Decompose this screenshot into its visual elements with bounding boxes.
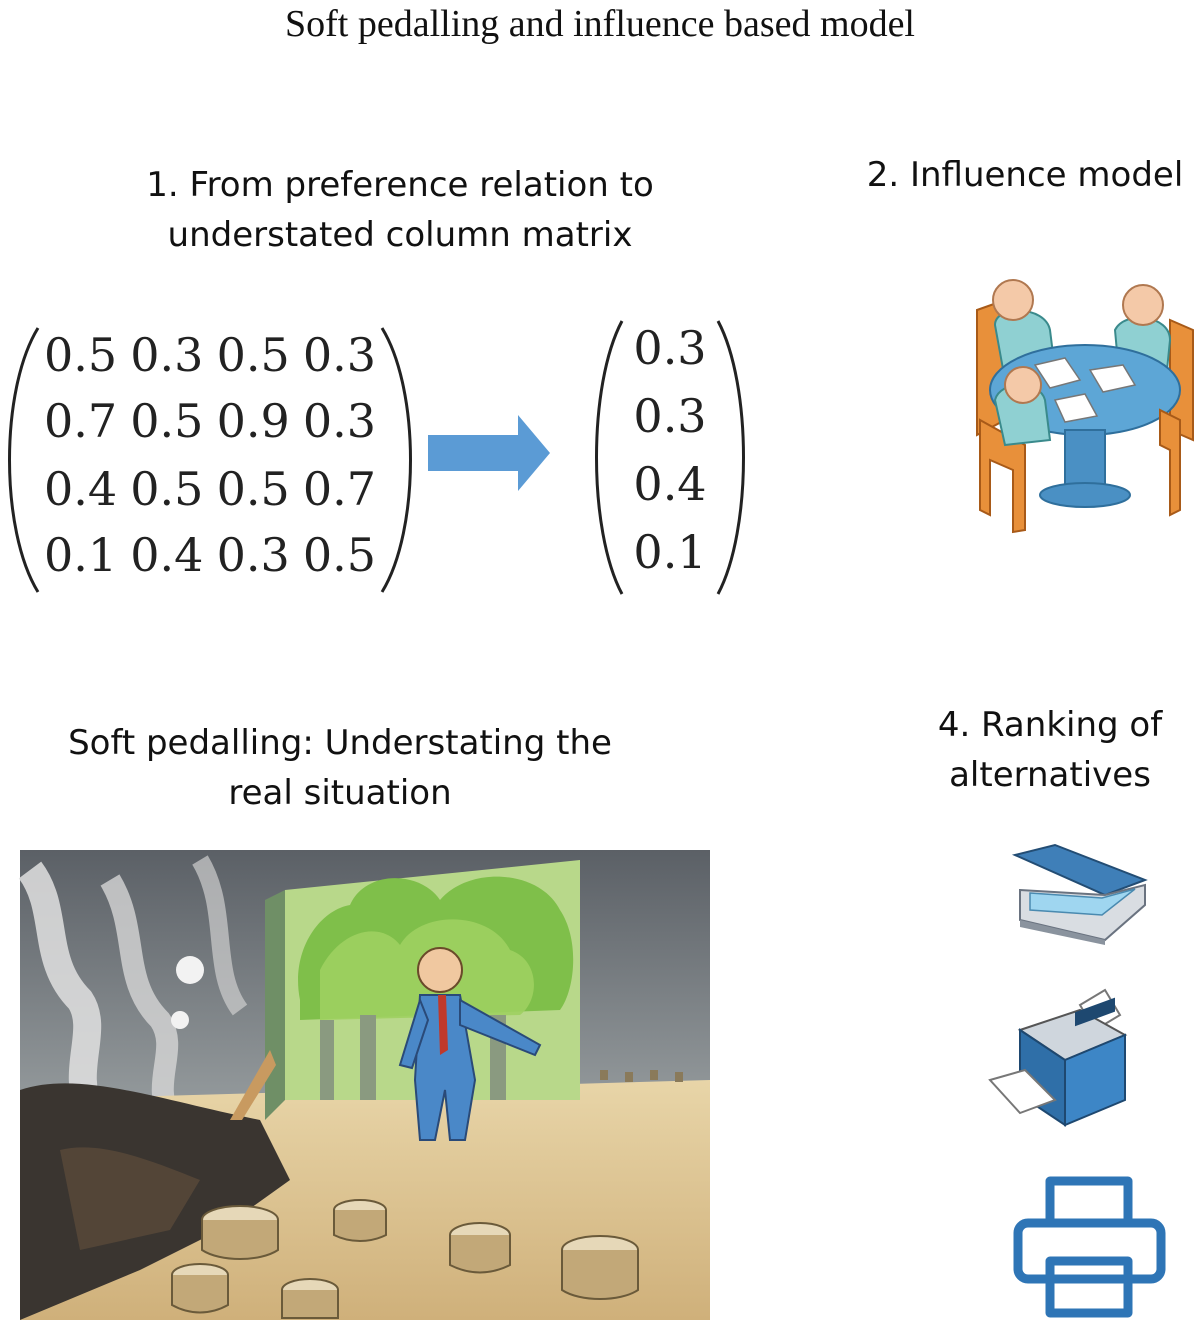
step4-heading-line1: 4. Ranking of: [937, 705, 1163, 745]
matrix-cell: 0.5: [216, 328, 290, 382]
matrix-cell: 0.9: [216, 394, 290, 448]
column-body: 0.3 0.3 0.4 0.1: [590, 315, 750, 600]
matrix-cell: 0.4: [130, 528, 204, 582]
matrix-cell: 0.4: [44, 462, 118, 516]
matrix-cell: 0.3: [302, 394, 376, 448]
column-brackets: [595, 320, 745, 595]
step1-heading-line2: understated column matrix: [167, 215, 633, 255]
step1-heading-line1: 1. From preference relation to: [146, 165, 654, 205]
matrix-cell: 0.5: [302, 528, 376, 582]
matrix-cell: 0.5: [130, 394, 204, 448]
step4-heading: 4. Ranking of alternatives: [900, 700, 1200, 800]
step2-heading: 2. Influence model: [866, 155, 1184, 195]
step4-heading-line2: alternatives: [949, 755, 1151, 795]
column-matrix: 0.3 0.3 0.4 0.1: [590, 315, 750, 600]
matrix-cell: 0.7: [44, 394, 118, 448]
cartoon-illustration: [18, 850, 710, 1320]
matrix-cell: 0.5: [130, 462, 204, 516]
matrix-cell: 0.5: [216, 462, 290, 516]
step3-heading-line1: Soft pedalling: Understating the: [68, 723, 612, 763]
step1-heading: 1. From preference relation to understat…: [80, 160, 720, 260]
diagram-title: Soft pedalling and influence based model: [285, 3, 915, 45]
column-cell: 0.3: [633, 321, 707, 375]
column-cell: 0.4: [633, 457, 707, 511]
column-cell: 0.3: [633, 389, 707, 443]
printer-outline-icon: [1013, 1176, 1166, 1318]
step3-heading-line2: real situation: [228, 773, 452, 813]
matrix-cell: 0.3: [302, 328, 376, 382]
arrow-right-icon: [428, 415, 550, 491]
matrix-cell: 0.5: [44, 328, 118, 382]
matrix-cell: 0.7: [302, 462, 376, 516]
printer-3d-icon: [988, 988, 1128, 1127]
meeting-table-icon: [976, 279, 1194, 534]
matrix-cell: 0.3: [216, 528, 290, 582]
step3-heading: Soft pedalling: Understating the real si…: [30, 718, 650, 818]
column-cell: 0.1: [633, 525, 707, 579]
scanner-icon: [1011, 843, 1148, 945]
matrix-brackets: [8, 327, 412, 593]
matrix-cell: 0.1: [44, 528, 118, 582]
matrix-cell: 0.3: [130, 328, 204, 382]
